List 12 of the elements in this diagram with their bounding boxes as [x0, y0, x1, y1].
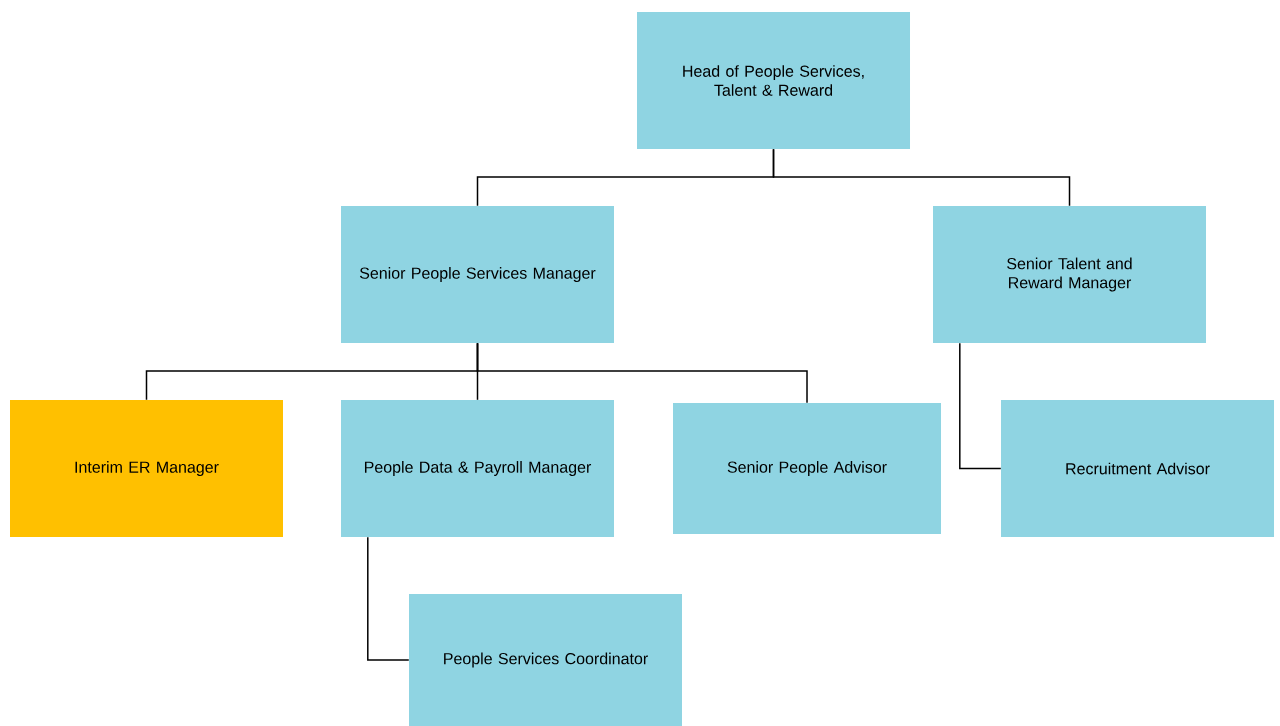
role-box: Senior Talent and Reward Manager — [933, 206, 1206, 343]
role-box: People Services Coordinator — [409, 594, 682, 726]
role-box: Interim ER Manager — [10, 400, 283, 537]
role-box: Recruitment Advisor — [1001, 400, 1274, 537]
connector-line — [959, 342, 1002, 470]
role-box: People Data & Payroll Manager — [341, 400, 614, 537]
role-box: Senior People Services Manager — [341, 206, 614, 343]
connector-line — [367, 536, 410, 661]
connector-line — [772, 148, 1071, 207]
role-box: Head of People Services, Talent & Reward — [637, 12, 910, 149]
role-box: Senior People Advisor — [673, 403, 941, 534]
connector-line — [476, 342, 808, 404]
